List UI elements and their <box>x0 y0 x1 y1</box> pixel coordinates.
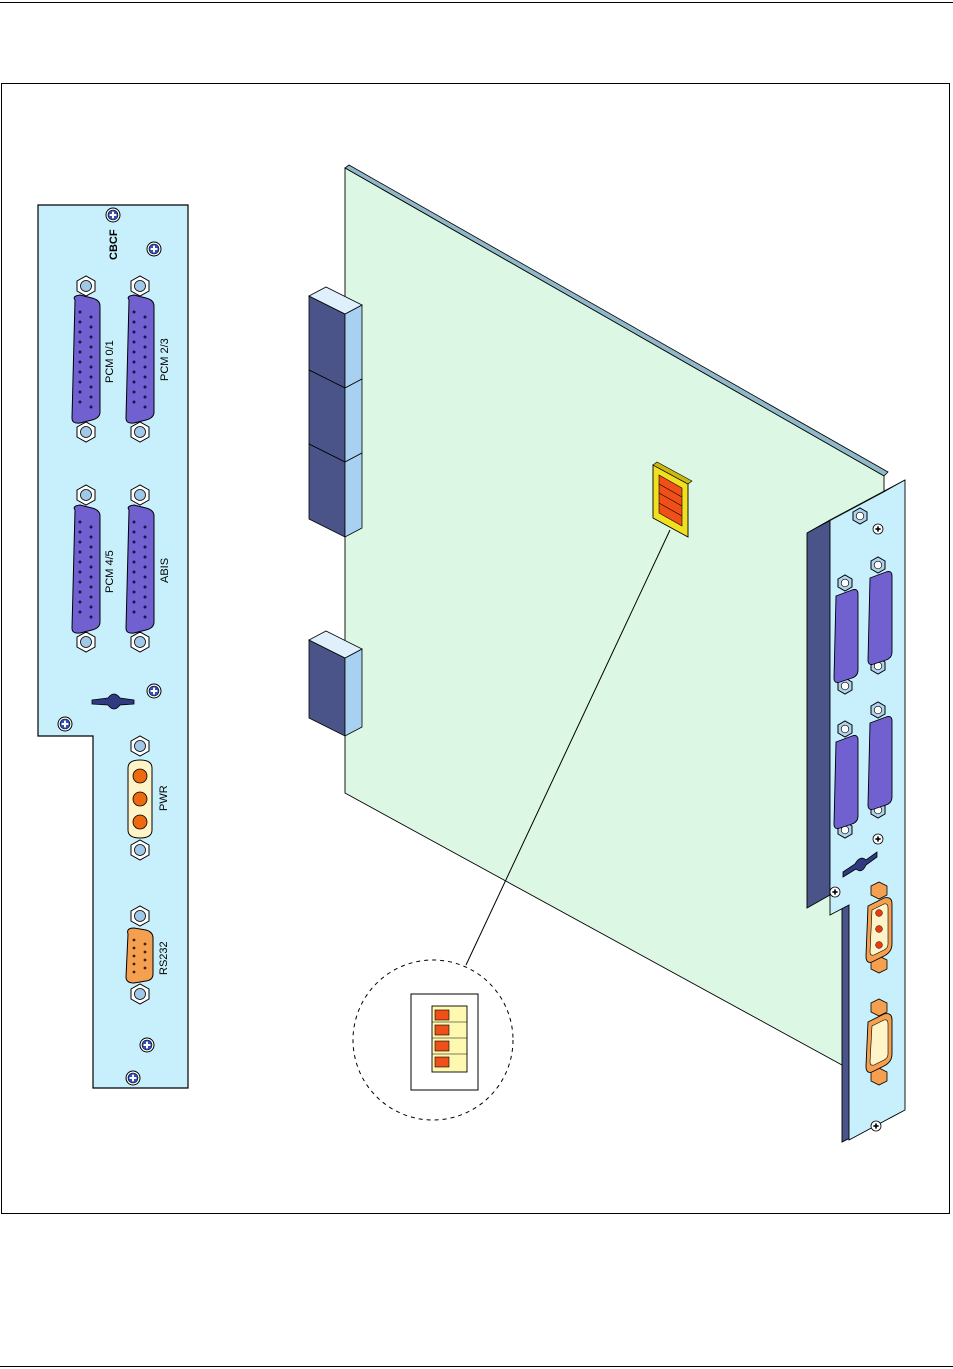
rs232-label: RS232 <box>158 941 170 975</box>
panel-screw-icon <box>873 524 883 534</box>
panel-screw-icon <box>147 242 161 256</box>
dip-switch-position <box>435 1041 449 1051</box>
backplane-connector <box>309 287 362 388</box>
faceplate-front-view: CBCF PCM 0/1 <box>38 205 188 1088</box>
pwr-label: PWR <box>158 785 170 811</box>
backplane-connector <box>309 444 362 537</box>
module-label: CBCF <box>108 229 120 260</box>
dsub-connector <box>834 736 858 829</box>
board-isometric-view <box>309 165 905 1142</box>
panel-screw-icon <box>830 887 840 897</box>
abis-label: ABIS <box>159 558 171 583</box>
pcm23-label: PCM 2/3 <box>159 338 171 381</box>
pcb-board <box>345 168 884 1088</box>
backplane-connector <box>309 631 362 736</box>
dsub-connector <box>834 590 858 683</box>
panel-screw-bottom-icon <box>126 1071 140 1085</box>
panel-screw-icon <box>873 834 883 844</box>
dip-switch-position <box>435 1010 449 1020</box>
dip-switch-position <box>435 1057 449 1067</box>
dip-switch-position <box>435 1025 449 1035</box>
panel-screw-icon <box>871 1121 881 1131</box>
pcm45-label: PCM 4/5 <box>104 550 116 593</box>
panel-screw-icon <box>147 684 161 698</box>
dsub-connector <box>868 717 892 810</box>
panel-screw-icon <box>140 1038 154 1052</box>
dip-switch-detail-callout <box>353 960 513 1120</box>
footer-rule <box>0 1366 953 1367</box>
panel-screw-icon <box>58 717 72 731</box>
pcm01-label: PCM 0/1 <box>104 340 116 383</box>
dsub-connector <box>868 572 892 665</box>
standoff-icon <box>853 508 867 524</box>
panel-screw-top-icon <box>106 208 120 222</box>
